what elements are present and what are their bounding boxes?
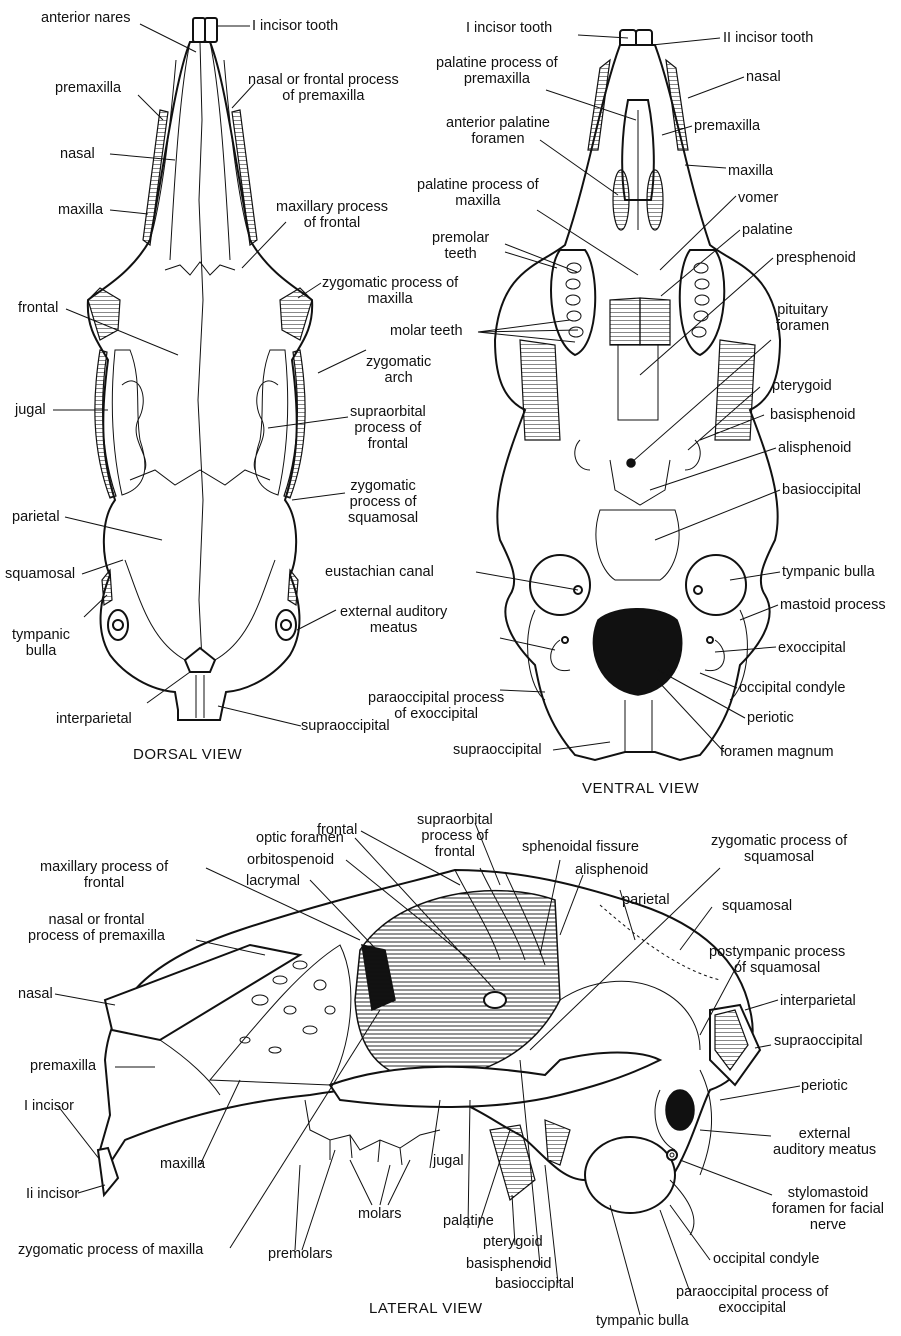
label-pterygoid-lateral: pterygoid [483, 1234, 543, 1250]
label-i-incisor-lateral: I incisor [24, 1098, 74, 1114]
label-premolars: premolars [268, 1246, 332, 1262]
label-frontal-dorsal: frontal [18, 300, 58, 316]
dorsal-incisor-left [193, 18, 205, 42]
label-maxillary-process-lateral: maxillary process of frontal [40, 859, 168, 891]
label-stylomastoid: stylomastoid foramen for facial nerve [772, 1185, 884, 1233]
label-nasal-ventral: nasal [746, 69, 781, 85]
label-presphenoid: presphenoid [776, 250, 856, 266]
label-supraorbital-lateral: supraorbital process of frontal [417, 812, 493, 860]
label-external-auditory-dorsal: external auditory meatus [340, 604, 447, 636]
label-maxilla-lateral: maxilla [160, 1156, 205, 1172]
label-maxillary-process-dorsal: maxillary process of frontal [276, 199, 388, 231]
label-molars: molars [358, 1206, 402, 1222]
label-basioccipital-ventral: basioccipital [782, 482, 861, 498]
label-squamosal-lateral: squamosal [722, 898, 792, 914]
label-zygomatic-process-maxilla-lateral: zygomatic process of maxilla [18, 1242, 203, 1258]
label-optic-foramen: optic foramen [256, 830, 344, 846]
label-tympanic-bulla-lateral: tympanic bulla [596, 1313, 689, 1329]
label-ii-incisor-lateral: Ii incisor [26, 1186, 79, 1202]
ventral-bulla-left [530, 555, 590, 615]
title-ventral-view: VENTRAL VIEW [582, 780, 699, 797]
label-paraoccipital-process-ventral: paraoccipital process of exoccipital [368, 690, 504, 722]
label-zygomatic-arch-dorsal: zygomatic arch [366, 354, 431, 386]
label-zygomatic-process-squamosal-lateral: zygomatic process of squamosal [711, 833, 847, 865]
label-nasal-process-dorsal: nasal or frontal process of premaxilla [248, 72, 399, 104]
label-foramen-magnum: foramen magnum [720, 744, 834, 760]
ventral-ant-palatine-foramen-left [613, 170, 629, 230]
label-palatine-process-premaxilla: palatine process of premaxilla [436, 55, 558, 87]
label-parietal-dorsal: parietal [12, 509, 60, 525]
label-periotic-lateral: periotic [801, 1078, 848, 1094]
label-nasal-dorsal: nasal [60, 146, 95, 162]
label-pituitary-foramen: pituitary foramen [776, 302, 829, 334]
label-postympanic: postympanic process of squamosal [709, 944, 845, 976]
label-squamosal-dorsal: squamosal [5, 566, 75, 582]
lateral-view-drawing [98, 868, 760, 1235]
label-maxilla-ventral: maxilla [728, 163, 773, 179]
label-maxilla-dorsal: maxilla [58, 202, 103, 218]
label-lacrymal: lacrymal [246, 873, 300, 889]
label-supraorbital-dorsal: supraorbital process of frontal [350, 404, 426, 452]
label-premaxilla-dorsal: premaxilla [55, 80, 121, 96]
label-nasal-lateral: nasal [18, 986, 53, 1002]
label-periotic-ventral: periotic [747, 710, 794, 726]
label-zygomatic-process-maxilla-dorsal: zygomatic process of maxilla [322, 275, 458, 307]
label-interparietal-dorsal: interparietal [56, 711, 132, 727]
label-occipital-condyle-ventral: occipital condyle [739, 680, 845, 696]
lateral-optic-foramen [484, 992, 506, 1008]
label-supraoccipital-lateral: supraoccipital [774, 1033, 863, 1049]
label-tympanic-bulla-dorsal: tympanic bulla [12, 627, 70, 659]
label-vomer: vomer [738, 190, 778, 206]
label-mastoid-process: mastoid process [780, 597, 886, 613]
label-premaxilla-lateral: premaxilla [30, 1058, 96, 1074]
label-molar-teeth: molar teeth [390, 323, 463, 339]
label-anterior-nares: anterior nares [41, 10, 130, 26]
label-jugal-dorsal: jugal [15, 402, 46, 418]
ventral-ant-palatine-foramen-right [647, 170, 663, 230]
label-exoccipital: exoccipital [778, 640, 846, 656]
label-zygomatic-process-squamosal-dorsal: zygomatic process of squamosal [348, 478, 418, 526]
lateral-tympanic-bulla [585, 1137, 675, 1213]
label-eustachian-canal: eustachian canal [325, 564, 434, 580]
label-ii-incisor-ventral: II incisor tooth [723, 30, 813, 46]
label-interparietal-lateral: interparietal [780, 993, 856, 1009]
ventral-bulla-right [686, 555, 746, 615]
label-orbitosphenoid: orbitospenoid [247, 852, 334, 868]
label-anterior-palatine-foramen: anterior palatine foramen [446, 115, 550, 147]
label-i-incisor-dorsal: I incisor tooth [252, 18, 338, 34]
label-palatine-process-maxilla: palatine process of maxilla [417, 177, 539, 209]
label-basioccipital-lateral: basioccipital [495, 1276, 574, 1292]
label-alisphenoid-ventral: alisphenoid [778, 440, 851, 456]
label-supraoccipital-ventral: supraoccipital [453, 742, 542, 758]
label-alisphenoid-lateral: alisphenoid [575, 862, 648, 878]
title-lateral-view: LATERAL VIEW [369, 1300, 483, 1317]
label-tympanic-bulla-ventral: tympanic bulla [782, 564, 875, 580]
label-premaxilla-ventral: premaxilla [694, 118, 760, 134]
label-occipital-condyle-lateral: occipital condyle [713, 1251, 819, 1267]
dorsal-view-drawing [88, 18, 312, 720]
label-i-incisor-ventral: I incisor tooth [466, 20, 552, 36]
label-external-auditory-lateral: external auditory meatus [773, 1126, 876, 1158]
label-pterygoid-ventral: pterygoid [772, 378, 832, 394]
label-sphenoidal-fissure: sphenoidal fissure [522, 839, 639, 855]
label-parietal-lateral: parietal [622, 892, 670, 908]
label-jugal-lateral: jugal [433, 1153, 464, 1169]
label-basisphenoid-lateral: basisphenoid [466, 1256, 551, 1272]
label-premolar-teeth: premolar teeth [432, 230, 489, 262]
lateral-auditory-meatus [666, 1090, 694, 1130]
dorsal-incisor-right [205, 18, 217, 42]
label-palatine-ventral: palatine [742, 222, 793, 238]
label-paraoccipital-process-lateral: paraoccipital process of exoccipital [676, 1284, 828, 1316]
title-dorsal-view: DORSAL VIEW [133, 746, 242, 763]
label-palatine-lateral: palatine [443, 1213, 494, 1229]
label-nasal-process-lateral: nasal or frontal process of premaxilla [28, 912, 165, 944]
label-basisphenoid-ventral: basisphenoid [770, 407, 855, 423]
